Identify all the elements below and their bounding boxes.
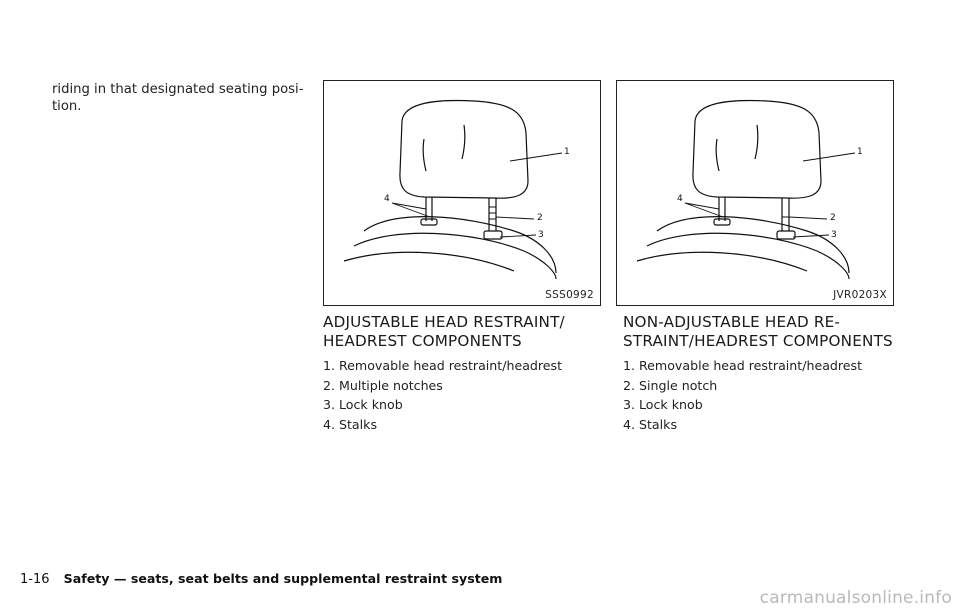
callout-4: 4 (384, 194, 390, 204)
section-title-line-2: HEADREST COMPONENTS (323, 332, 522, 350)
component-list: 1.Removable head restraint/headrest 2.Mu… (323, 356, 613, 434)
figure-non-adjustable-head-restraint: 1 2 3 4 JVR0203X (616, 80, 894, 306)
callout-1: 1 (564, 147, 570, 157)
head-restraint-illustration (636, 99, 856, 280)
list-item: 1.Removable head restraint/headrest (323, 358, 563, 373)
callout-1: 1 (857, 147, 863, 157)
list-item: 3.Lock knob (623, 397, 703, 412)
callout-3: 3 (538, 230, 544, 240)
callout-4: 4 (677, 194, 683, 204)
intro-line-1: riding in that designated seating posi- (52, 82, 304, 97)
intro-line-2: tion. (52, 99, 82, 114)
list-item: 1.Removable head restraint/headrest (623, 358, 863, 373)
component-list: 1.Removable head restraint/headrest 2.Si… (623, 356, 913, 434)
section-adjustable-components: ADJUSTABLE HEAD RESTRAINT/ HEADREST COMP… (323, 313, 613, 434)
list-item: 2.Single notch (623, 377, 718, 393)
head-restraint-illustration (343, 99, 563, 280)
page-number: 1-16 (20, 572, 50, 587)
section-title: ADJUSTABLE HEAD RESTRAINT/ HEADREST COMP… (323, 313, 613, 351)
intro-paragraph: riding in that designated seating posi- … (52, 81, 314, 115)
page-footer: 1-16 Safety — seats, seat belts and supp… (20, 571, 502, 587)
section-title-line-1: ADJUSTABLE HEAD RESTRAINT/ (323, 313, 565, 331)
section-title-line-1: NON-ADJUSTABLE HEAD RE- (623, 313, 841, 331)
callout-3: 3 (831, 230, 837, 240)
list-item: 4.Stalks (323, 416, 378, 432)
section-non-adjustable-components: NON-ADJUSTABLE HEAD RE- STRAINT/HEADREST… (623, 313, 913, 434)
section-title-line-2: STRAINT/HEADREST COMPONENTS (623, 332, 893, 350)
list-item: 2.Multiple notches (323, 377, 443, 393)
section-title: NON-ADJUSTABLE HEAD RE- STRAINT/HEADREST… (623, 313, 913, 351)
figure-code: SSS0992 (545, 289, 594, 301)
figure-adjustable-head-restraint: 1 2 3 4 SSS0992 (323, 80, 601, 306)
list-item: 3.Lock knob (323, 397, 403, 412)
callout-2: 2 (537, 213, 543, 223)
figure-code: JVR0203X (833, 289, 887, 301)
running-title: Safety — seats, seat belts and supplemen… (63, 571, 503, 586)
callout-2: 2 (830, 213, 836, 223)
list-item: 4.Stalks (623, 416, 678, 432)
watermark: carmanualsonline.info (759, 588, 952, 608)
